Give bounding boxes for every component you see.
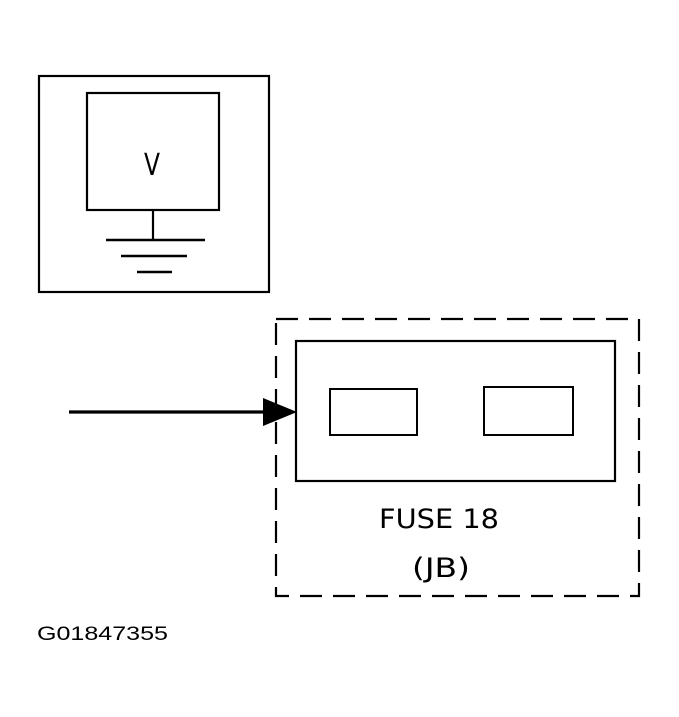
junction-block: FUSE 18 (JB)	[274, 317, 641, 598]
fuse-test-point-left	[329, 388, 418, 436]
voltmeter-symbol: V	[144, 148, 160, 183]
fuse-location-label: (JB)	[412, 553, 470, 584]
fuse-test-point-right	[483, 386, 574, 436]
voltmeter-assembly: V	[37, 74, 271, 294]
voltmeter-housing	[37, 74, 271, 294]
fuse-label: FUSE 18	[379, 504, 499, 535]
figure-code: G01847355	[37, 624, 168, 645]
arrow-head-icon	[263, 398, 297, 426]
junction-block-outline	[274, 317, 641, 598]
pointer-arrow	[69, 398, 297, 426]
fuse-body	[294, 339, 617, 483]
ground-symbol-icon	[106, 238, 205, 274]
